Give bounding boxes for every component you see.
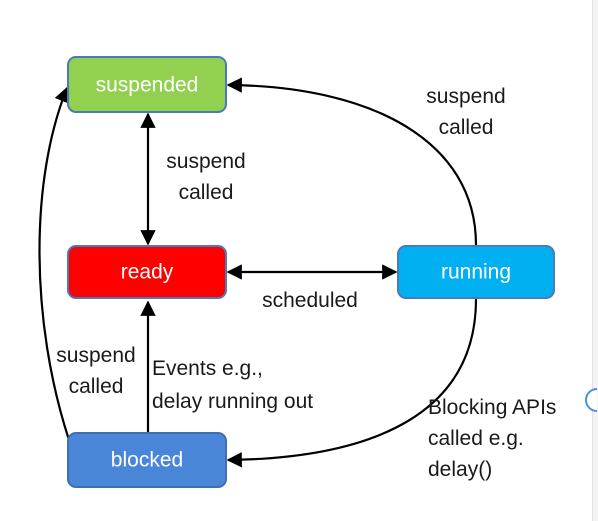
edge-label-line: called e.g. xyxy=(428,427,524,450)
edge-label-line: scheduled xyxy=(262,289,358,312)
edge-label-line: called xyxy=(179,181,234,204)
label-running-to-blocked: Blocking APIs called e.g. delay() xyxy=(428,396,556,481)
edge-label-line: suspend xyxy=(426,85,505,108)
state-ready-label: ready xyxy=(121,261,174,284)
edge-label-line: called xyxy=(439,116,494,139)
state-running-label: running xyxy=(441,261,511,284)
state-suspended-label: suspended xyxy=(96,74,199,97)
label-ready-running: scheduled xyxy=(262,289,358,312)
edge-label-line: suspend xyxy=(166,150,245,173)
edge-label-line: suspend xyxy=(56,344,135,367)
edge-label-line: Blocking APIs xyxy=(428,396,556,419)
state-ready-box xyxy=(67,245,227,299)
state-ready: ready xyxy=(67,245,227,299)
state-suspended-box xyxy=(67,56,227,113)
edge-label-line: delay running out xyxy=(152,390,313,413)
edge-running-to-blocked xyxy=(226,298,478,468)
state-running: running xyxy=(397,245,555,299)
edge-label-line: delay() xyxy=(428,458,492,481)
label-blocked-to-ready: Events e.g., delay running out xyxy=(152,357,313,413)
state-blocked: blocked xyxy=(67,432,227,488)
state-suspended: suspended xyxy=(67,56,227,113)
edge-running-to-suspended xyxy=(226,77,478,246)
edge-label-line: Events e.g., xyxy=(152,357,263,380)
window-edge-strip xyxy=(592,0,598,521)
state-blocked-label: blocked xyxy=(111,449,183,472)
label-running-to-suspended: suspend called xyxy=(426,85,505,139)
label-ready-suspended: suspend called xyxy=(166,150,245,204)
state-blocked-box xyxy=(67,432,227,488)
label-blocked-to-suspended: suspend called xyxy=(56,344,135,398)
edge-label-line: called xyxy=(69,375,124,398)
edge-blocked-to-suspended xyxy=(38,86,71,441)
state-running-box xyxy=(397,245,555,299)
